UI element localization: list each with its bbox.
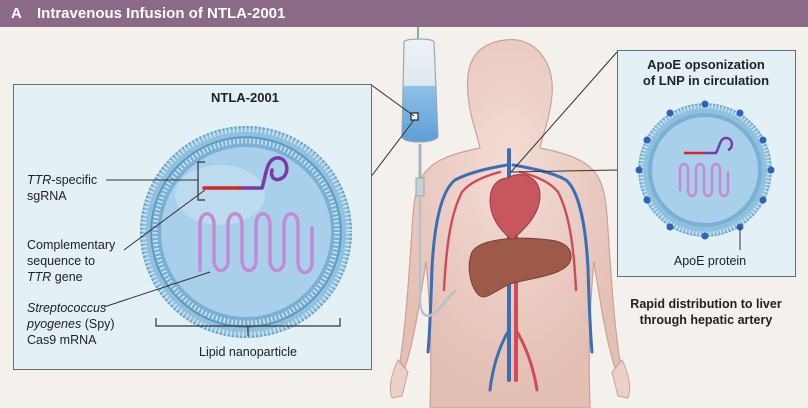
right-sgrna [704,136,734,155]
sgrna-label-line2: sgRNA [27,189,67,203]
comp-line2: sequence to [27,254,96,268]
apoe-title-line2: of LNP in circulation [642,73,770,88]
panel-letter: A [11,5,22,22]
comp-line3-rest: gene [51,270,83,284]
callout-line-right [510,51,618,173]
ntla-2001-title: NTLA-2001 [211,90,279,105]
sgrna-label: TTR-specific sgRNA [27,172,97,204]
sgrna-label-italic: TTR [27,173,52,187]
apoe-title: ApoE opsonization of LNP in circulation [626,57,786,89]
sgrna-label-rest: -specific [51,173,98,187]
sgrna-bracket [197,161,205,201]
heart [489,174,541,241]
cas9-mrna [198,212,314,275]
lnp-bracket [155,318,341,336]
spy-line2-rest: (Spy) [81,317,115,331]
spy-line2-italic: pyogenes [27,317,82,331]
spy-cas9-label: Streptococcus pyogenes (Spy) Cas9 mRNA [27,300,115,348]
apoe-protein-label: ApoE protein [673,254,747,268]
distribution-text: Rapid distribution to liver through hepa… [618,296,794,328]
callout-line-left [369,83,415,179]
complementary-label: Complementary sequence to TTR gene [27,237,115,285]
liver [468,237,572,298]
iv-drip [401,27,457,317]
panel-banner: A Intravenous Infusion of NTLA-2001 [0,0,808,27]
distribution-line1: Rapid distribution to liver [630,297,782,311]
distribution-line2: through hepatic artery [639,313,773,327]
apoe-proteins [635,100,775,240]
apoe-title-line1: ApoE opsonization [647,57,765,72]
comp-line1: Complementary [27,238,116,252]
pointer-lines [103,179,211,308]
spy-line1: Streptococcus [27,301,107,315]
right-mrna [678,162,730,198]
comp-line3-italic: TTR [27,270,52,284]
sgrna-hairpin [238,156,289,190]
panel-title: Intravenous Infusion of NTLA-2001 [37,5,286,22]
lnp-label: Lipid nanoparticle [199,345,297,359]
spy-line3: Cas9 mRNA [27,333,97,347]
